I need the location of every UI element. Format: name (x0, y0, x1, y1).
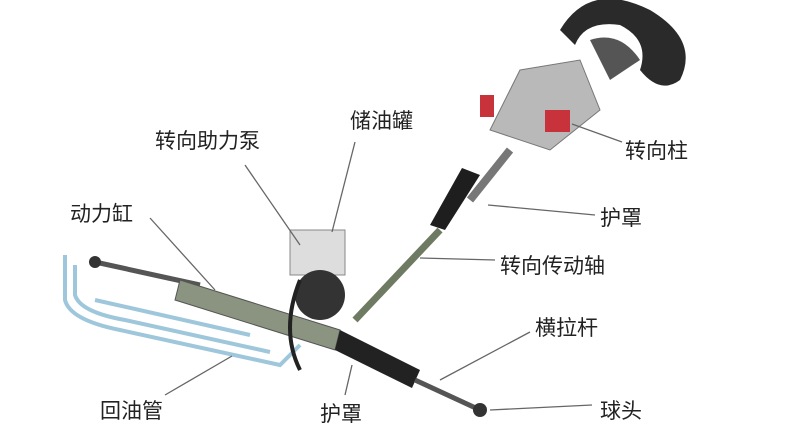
label-steering-column: 转向柱 (625, 139, 688, 163)
steering-rack (89, 256, 487, 417)
label-power-cylinder: 动力缸 (70, 202, 133, 226)
label-tie-rod: 横拉杆 (535, 316, 598, 340)
steering-column (466, 59, 601, 203)
leader-lines (149, 123, 623, 411)
label-ball-joint: 球头 (600, 399, 642, 423)
steering-shaft-shape (352, 227, 443, 323)
label-return-pipe: 回油管 (100, 399, 163, 423)
steering-wheel (560, 0, 686, 86)
label-power-steering-pump: 转向助力泵 (155, 129, 260, 153)
label-boot-upper: 护罩 (600, 206, 642, 230)
pump-and-reservoir (288, 229, 346, 371)
boot-upper-shape (430, 168, 480, 230)
label-steering-shaft: 转向传动轴 (500, 254, 605, 278)
label-oil-reservoir: 储油罐 (350, 109, 413, 133)
return-pipe-shape (63, 255, 302, 368)
label-boot-lower: 护罩 (320, 402, 362, 426)
